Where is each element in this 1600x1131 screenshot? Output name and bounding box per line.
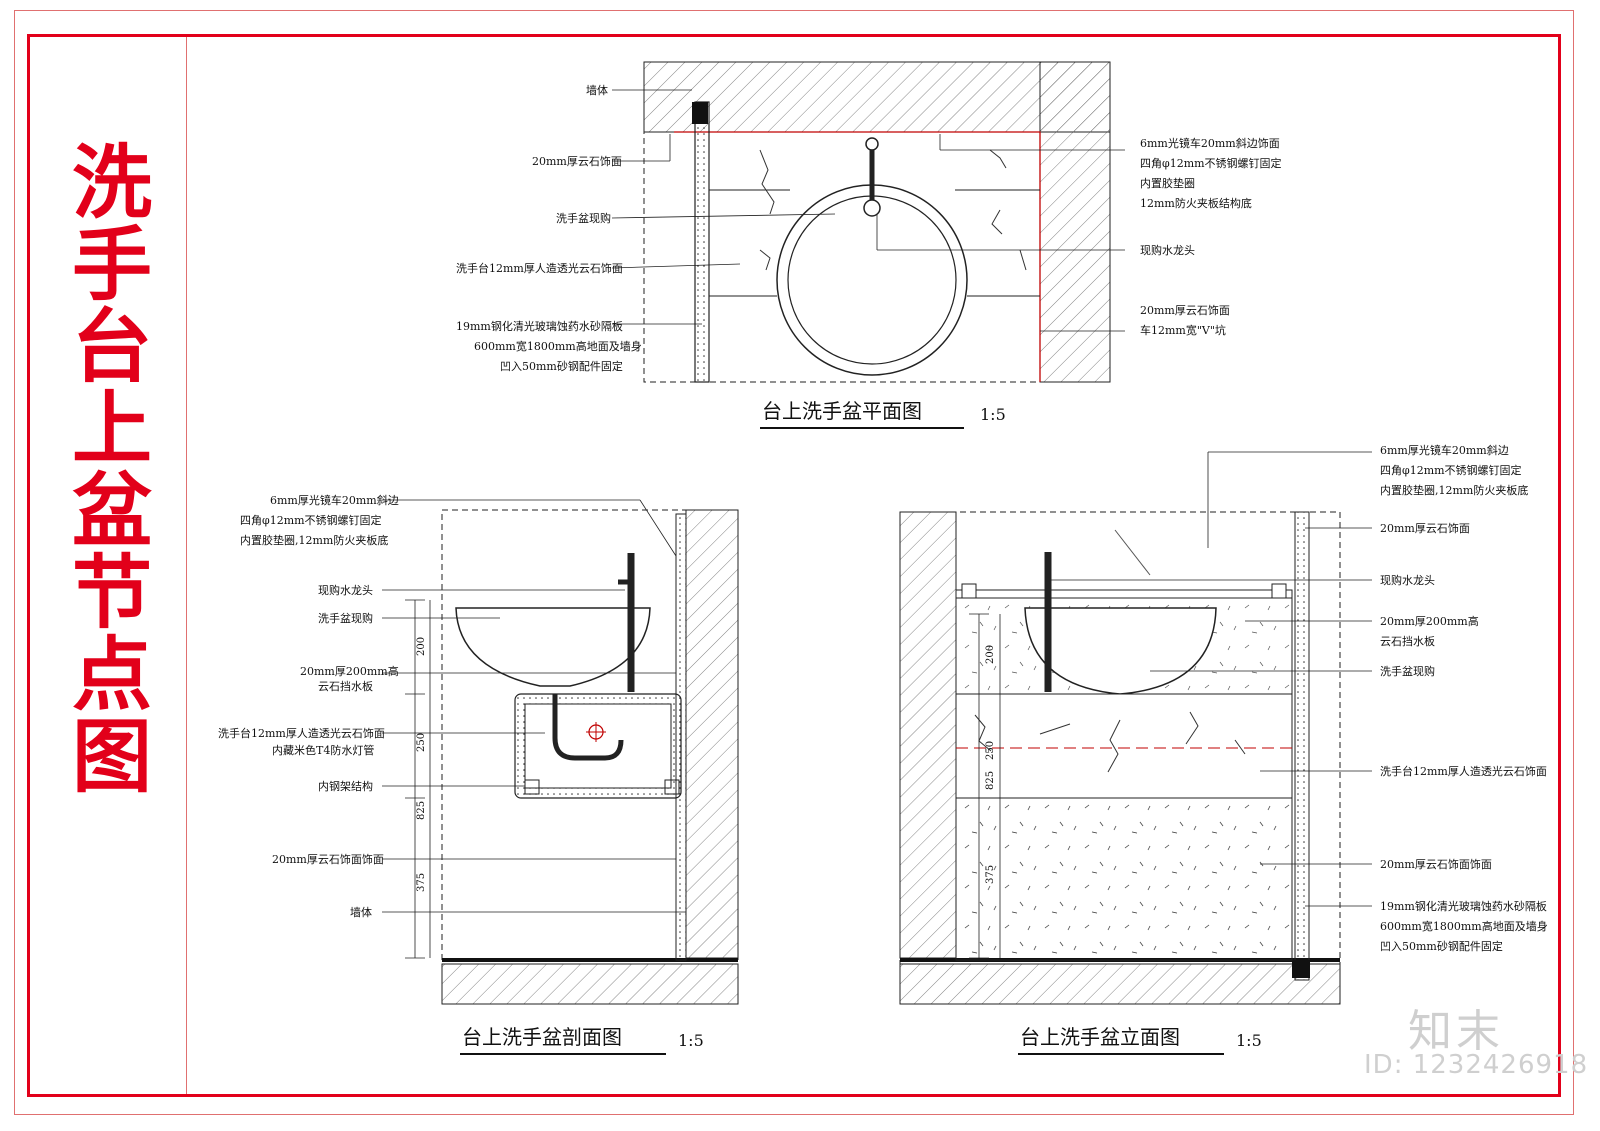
- plan-label-mirror-2: 四角φ12mm不锈钢螺钉固定: [1140, 156, 1282, 170]
- section-label-facing: 20mm厚云石饰面饰面: [272, 852, 384, 866]
- elevation-scale: 1:5: [1236, 1031, 1262, 1050]
- section-dim-375: 375: [416, 873, 427, 892]
- plan-label-stone-facing: 20mm厚云石饰面: [532, 154, 622, 168]
- elevation-title: 台上洗手盆立面图: [1020, 1025, 1180, 1049]
- elevation-label-glass-2: 600mm宽1800mm高地面及墙身: [1380, 919, 1548, 933]
- elevation-label-splash-1: 20mm厚200mm高: [1380, 614, 1479, 628]
- plan-label-glass-3: 凹入50mm砂钢配件固定: [500, 359, 623, 373]
- plan-title: 台上洗手盆平面图: [762, 399, 922, 423]
- plan-label-v-groove-2: 车12mm宽"V"坑: [1140, 323, 1226, 337]
- elevation-label-facing-2: 20mm厚云石饰面饰面: [1380, 857, 1492, 871]
- section-label-splash-1: 20mm厚200mm高: [300, 664, 399, 678]
- section-label-wall: 墙体: [350, 905, 372, 919]
- section-label-faucet: 现购水龙头: [318, 583, 373, 597]
- plan-label-glass-2: 600mm宽1800mm高地面及墙身: [474, 339, 642, 353]
- elevation-dim-375: 375: [985, 865, 996, 884]
- elevation-label-mirror-3: 内置胶垫圈,12mm防火夹板底: [1380, 483, 1528, 497]
- brand-id-watermark: ID: 1232426918: [1364, 1050, 1589, 1080]
- section-label-mirror-3: 内置胶垫圈,12mm防火夹板底: [240, 533, 388, 547]
- sheet-title: 洗手台上盆节点图: [59, 140, 152, 796]
- section-title: 台上洗手盆剖面图: [462, 1025, 622, 1049]
- elevation-label-basin: 洗手盆现购: [1380, 664, 1435, 678]
- section-view: [405, 509, 739, 1005]
- elevation-view: [899, 511, 1341, 1005]
- title-strip: [30, 37, 187, 1094]
- section-label-counter-2: 内藏米色T4防水灯管: [272, 743, 374, 757]
- section-dim-825: 825: [416, 801, 427, 820]
- section-scale: 1:5: [678, 1031, 704, 1050]
- section-label-steel: 内钢架结构: [318, 779, 373, 793]
- plan-view: [643, 61, 1111, 383]
- plan-label-basin: 洗手盆现购: [556, 211, 611, 225]
- elevation-dim-825: 825: [985, 771, 996, 790]
- elevation-label-counter: 洗手台12mm厚人造透光云石饰面: [1380, 764, 1547, 778]
- section-dim-250: 250: [416, 733, 427, 752]
- plan-label-mirror-4: 12mm防火夹板结构底: [1140, 196, 1252, 210]
- plan-label-wall: 墙体: [586, 83, 608, 97]
- elevation-leaders: [1048, 451, 1372, 907]
- plan-label-mirror-3: 内置胶垫圈: [1140, 176, 1195, 190]
- plan-label-faucet: 现购水龙头: [1140, 243, 1195, 257]
- brand-watermark: 知末: [1408, 1006, 1504, 1057]
- plan-label-mirror-1: 6mm光镜车20mm斜边饰面: [1140, 136, 1280, 150]
- elevation-dim-250: 250: [985, 741, 996, 760]
- plan-scale: 1:5: [980, 405, 1006, 424]
- section-leaders: [382, 499, 686, 913]
- elevation-label-faucet: 现购水龙头: [1380, 573, 1435, 587]
- inner-frame: [27, 34, 1561, 1097]
- section-label-counter-1: 洗手台12mm厚人造透光云石饰面: [218, 726, 385, 740]
- elevation-label-splash-2: 云石挡水板: [1380, 634, 1435, 648]
- section-label-mirror-1: 6mm厚光镜车20mm斜边: [270, 493, 399, 507]
- plan-leaders: [611, 89, 1125, 332]
- outer-frame: [14, 10, 1574, 1115]
- section-label-splash-2: 云石挡水板: [318, 679, 373, 693]
- plan-label-v-groove-1: 20mm厚云石饰面: [1140, 303, 1230, 317]
- plan-label-glass-1: 19mm钢化清光玻璃蚀药水砂隔板: [456, 319, 623, 333]
- section-label-mirror-2: 四角φ12mm不锈钢螺钉固定: [240, 513, 382, 527]
- elevation-label-mirror-2: 四角φ12mm不锈钢螺钉固定: [1380, 463, 1522, 477]
- elevation-label-facing: 20mm厚云石饰面: [1380, 521, 1470, 535]
- elevation-label-glass-1: 19mm钢化清光玻璃蚀药水砂隔板: [1380, 899, 1547, 913]
- plan-label-counter: 洗手台12mm厚人造透光云石饰面: [456, 261, 623, 275]
- elevation-dim-200: 200: [985, 645, 996, 664]
- section-dim-200: 200: [416, 637, 427, 656]
- section-label-basin: 洗手盆现购: [318, 611, 373, 625]
- elevation-label-glass-3: 凹入50mm砂钢配件固定: [1380, 939, 1503, 953]
- elevation-label-mirror-1: 6mm厚光镜车20mm斜边: [1380, 443, 1509, 457]
